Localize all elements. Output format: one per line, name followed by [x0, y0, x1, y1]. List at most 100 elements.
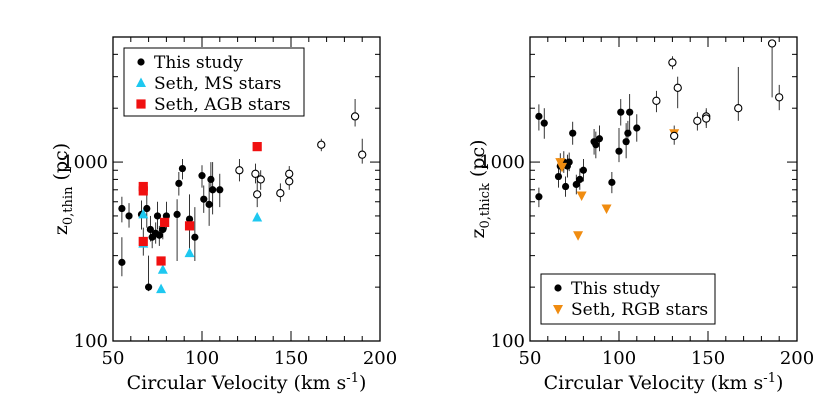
legend-marker: [136, 99, 146, 109]
data-point: [146, 225, 154, 234]
data-point: [767, 39, 777, 48]
data-point: [156, 283, 167, 294]
legend-label: Seth, MS stars: [154, 74, 281, 94]
data-point: [734, 104, 743, 113]
data-point: [184, 221, 195, 231]
legend-box: [540, 273, 716, 325]
data-point: [118, 258, 126, 266]
data-point: [555, 158, 566, 168]
data-point: [185, 215, 194, 223]
data-point: [198, 172, 206, 180]
data-point: [153, 212, 162, 220]
data-point: [569, 129, 577, 137]
data-point: [358, 150, 367, 159]
data-point: [652, 96, 661, 105]
x-tick-label: 50: [519, 348, 542, 369]
data-point: [554, 172, 563, 181]
x-tick-label: 100: [602, 348, 636, 369]
legend-label: This study: [571, 279, 660, 299]
data-point: [178, 164, 187, 173]
data-point: [235, 166, 244, 175]
data-point: [617, 108, 625, 116]
data-point: [251, 169, 260, 178]
y-axis-title: z0,thick (pc): [467, 139, 493, 238]
data-point: [633, 124, 641, 132]
legend-label: This study: [154, 53, 243, 73]
data-point: [702, 114, 711, 123]
data-point: [138, 208, 149, 219]
data-point: [668, 58, 677, 67]
data-point: [156, 256, 166, 266]
data-point: [565, 158, 573, 166]
data-point: [576, 191, 587, 202]
legend-label: Seth, AGB stars: [154, 95, 291, 115]
x-tick-label: 200: [780, 348, 814, 369]
data-point: [118, 204, 126, 213]
data-point: [159, 225, 167, 234]
data-point: [207, 175, 215, 184]
data-point: [775, 93, 784, 102]
data-point: [573, 231, 584, 241]
data-point: [595, 135, 604, 143]
data-point: [157, 264, 168, 274]
data-point: [138, 236, 148, 247]
y-axis-title: z0,thin (pc): [50, 143, 76, 235]
data-point: [540, 119, 548, 127]
data-point: [209, 186, 217, 194]
data-point: [601, 204, 612, 215]
data-point: [673, 83, 682, 92]
data-point: [557, 162, 568, 173]
data-point: [562, 182, 570, 191]
data-point: [693, 116, 702, 125]
plot-frame: [112, 36, 381, 342]
data-point: [615, 147, 623, 155]
data-point: [285, 169, 294, 178]
data-point: [253, 190, 262, 199]
data-point: [191, 233, 199, 241]
data-point: [252, 142, 262, 152]
data-point: [670, 131, 679, 141]
data-point: [173, 210, 181, 218]
x-tick-label: 150: [691, 348, 725, 369]
x-tick-label: 150: [274, 348, 308, 369]
data-point: [350, 112, 360, 121]
legend-label: Seth, RGB stars: [571, 300, 708, 320]
plot-frame: [529, 36, 798, 342]
data-point: [622, 138, 630, 146]
x-tick-label: 200: [363, 348, 397, 369]
data-point: [626, 108, 634, 116]
data-point: [125, 212, 133, 220]
legend-box: [123, 47, 305, 117]
data-point: [162, 212, 170, 220]
data-point: [579, 166, 588, 174]
legend-marker: [136, 77, 146, 87]
data-point: [572, 180, 580, 189]
data-point: [608, 178, 616, 186]
x-axis-title: Circular Velocity (km s-1): [544, 371, 784, 394]
data-point: [252, 212, 263, 222]
data-point: [200, 195, 208, 203]
data-point: [276, 189, 285, 198]
y-tick-label: 1000: [479, 152, 525, 173]
data-point: [160, 217, 170, 228]
legend-marker: [554, 284, 562, 292]
legend-marker: [553, 305, 563, 315]
data-point: [216, 186, 224, 194]
data-point: [175, 179, 183, 187]
data-point: [145, 283, 153, 291]
data-point: [184, 247, 195, 258]
x-axis-title: Circular Velocity (km s-1): [127, 371, 367, 394]
data-point: [285, 177, 294, 186]
legend-marker: [137, 58, 145, 66]
y-tick-label: 1000: [62, 152, 108, 173]
data-point: [155, 231, 163, 239]
x-tick-label: 50: [102, 348, 125, 369]
data-point: [576, 175, 584, 184]
data-point: [535, 193, 543, 201]
data-point: [205, 200, 213, 208]
data-point: [592, 141, 600, 149]
